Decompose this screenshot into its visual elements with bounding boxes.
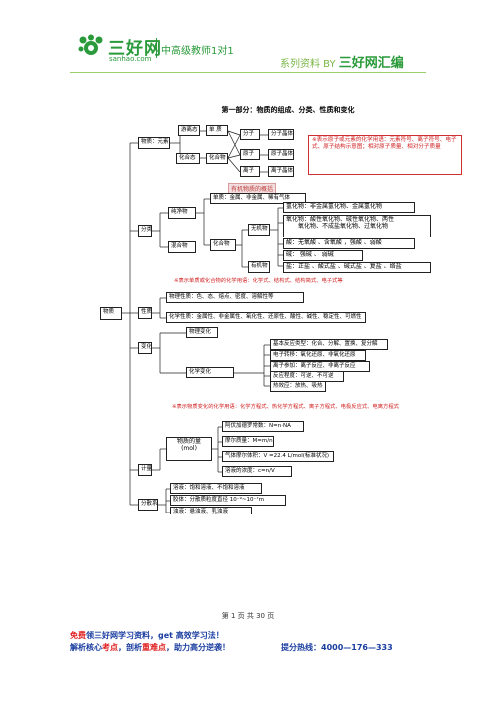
avogadro-node: 阿伏加德罗常数：N=n·NA xyxy=(222,421,304,432)
base-node: 碱： 强碱 、 弱碱 xyxy=(283,250,363,261)
atom-node: 原子 xyxy=(240,149,260,160)
footer-line2-b: 考点 xyxy=(102,643,118,652)
pure-substance-node: 纯净物 xyxy=(168,207,196,219)
atomic-crystal-node: 原子晶体 xyxy=(268,149,294,160)
footer-line2-c: ，剖析 xyxy=(118,643,142,652)
compound-node: 化合物 xyxy=(206,153,228,164)
series-label: 系列资料 BY 三好网汇编 xyxy=(280,52,404,71)
colloid-node: 胶体：分散质粒度直径 10⁻⁹~10⁻⁷m xyxy=(170,495,286,506)
page-number: 第 1 页 共 30 页 xyxy=(221,612,275,620)
series-prefix: 系列资料 BY xyxy=(280,59,336,70)
solution-concentration-node: 溶液的浓度：c=n/V xyxy=(222,466,292,477)
classification-node: 分类 xyxy=(138,225,152,237)
oxide-line-2: 氧化物、不成盐氧化物、过氧化物 xyxy=(298,222,389,230)
electron-transfer-node: 电子转移：氧化还原、非氧化还原 xyxy=(270,350,366,361)
changes-note: ※表示物质变化的化学用语：化学方程式、热化学方程式、离子方程式、电极反应式、电离… xyxy=(172,404,399,410)
inorganic-node: 无机物 xyxy=(248,224,270,236)
composition-node: 物质：元素 xyxy=(138,137,170,149)
physical-change-node: 物理变化 xyxy=(186,327,218,338)
measurement-node: 计量 xyxy=(138,464,152,476)
simple-types-node: 单质：金属、非金属、稀有气体 xyxy=(210,193,306,204)
classification-note: ※表示单质或化合物的化学用语：化学式、结构式、结构简式、电子式等 xyxy=(174,278,343,284)
mole-label: 物质的量 xyxy=(176,438,201,445)
solution-node: 溶液：饱和溶液、不饱和溶液 xyxy=(170,483,262,494)
footer-line2-a: 解析核心 xyxy=(70,643,102,652)
hydride-node: 氢化物：非金属氢化物、金属氢化物 xyxy=(283,202,415,213)
simple-substance-node: 单 质 xyxy=(206,125,228,136)
combined-state-node: 化合态 xyxy=(176,153,200,164)
oxide-node: 氧化物：酸性氧化物、碱性氧化物、两性 氧化物、不成盐氧化物、过氧化物 xyxy=(283,215,431,237)
footer-hotline: 提分热线：4000—176—333 xyxy=(281,643,393,652)
mole-node: 物质的量 (mol) xyxy=(166,437,212,461)
changes-node: 变化 xyxy=(138,342,152,354)
free-state-node: 游离态 xyxy=(178,125,200,136)
footer-free: 免费 xyxy=(70,631,86,640)
physical-properties-node: 物理性质：色、态、熔点、密度、溶解性等 xyxy=(166,292,304,303)
footer-promo-line-1: 免费领三好网学习资料，get 高效学习法！ xyxy=(70,630,224,641)
chemical-properties-node: 化学性质：金属性、非金属性、氧化性、还原性、酸性、碱性、稳定性、可燃性 xyxy=(166,312,366,323)
ion-node: 离子 xyxy=(240,166,260,177)
basic-reaction-types-node: 基本反应类型：化合、分解、置换、复分解 xyxy=(270,339,388,350)
heat-effect-node: 热效应：放热、吸热 xyxy=(270,381,326,392)
turbid-liquid-node: 浊液：悬浊液、乳浊液 xyxy=(170,507,252,514)
acid-node: 酸：无氧酸 、含氧酸 ，强酸 、弱酸 xyxy=(283,238,415,249)
logo-separator xyxy=(156,38,157,58)
mixture-node: 混合物 xyxy=(168,241,196,253)
mole-unit: (mol) xyxy=(181,444,197,452)
concept-diagram: 第一部分：物质的组成、分类、性质和变化 xyxy=(100,105,466,514)
logo-icon xyxy=(78,34,103,55)
gas-molar-volume-node: 气体摩尔体积：V =22.4 L/mol(标准状况) xyxy=(222,451,334,462)
molar-mass-node: 摩尔质量：M=m/n xyxy=(222,436,274,447)
compound-type-node: 化合物 xyxy=(210,239,236,251)
molecular-crystal-node: 分子晶体 xyxy=(268,129,294,140)
header-rule xyxy=(70,72,426,73)
footer-line2-e: ，助力高分逆袭！ xyxy=(166,643,230,652)
logo-site: sanhao.com xyxy=(109,55,152,63)
footer-promo-line-2: 解析核心考点，剖析重难点，助力高分逆袭！ xyxy=(70,642,230,653)
chemical-change-node: 化学变化 xyxy=(186,367,234,378)
organic-node: 有机物 xyxy=(248,261,270,273)
molecule-node: 分子 xyxy=(240,129,260,140)
diagram-title: 第一部分：物质的组成、分类、性质和变化 xyxy=(221,106,355,114)
salt-node: 盐：正盐 、酸式盐 、碱式盐 、复盐 、络盐 xyxy=(283,262,431,273)
logo-slogan: 中高级教师1对1 xyxy=(161,46,234,57)
composition-note: ※表示原子或元素的化学用语：元素符号、离子符号、电子式、原子结构示意图；相对原子… xyxy=(308,135,462,175)
footer-line2-d: 重难点 xyxy=(142,643,166,652)
series-brand: 三好网汇编 xyxy=(338,56,404,71)
dispersion-node: 分散系 xyxy=(138,499,158,511)
oxide-line-1: 氧化物：酸性氧化物、碱性氧化物、两性 xyxy=(286,216,395,223)
properties-node: 性质 xyxy=(138,307,152,319)
logo-title: 三好网 xyxy=(108,39,162,59)
footer-line1-text: 领三好网学习资料，get 高效学习法！ xyxy=(86,631,224,640)
ionic-crystal-node: 离子晶体 xyxy=(268,166,294,177)
root-node: 物质 xyxy=(100,307,122,320)
